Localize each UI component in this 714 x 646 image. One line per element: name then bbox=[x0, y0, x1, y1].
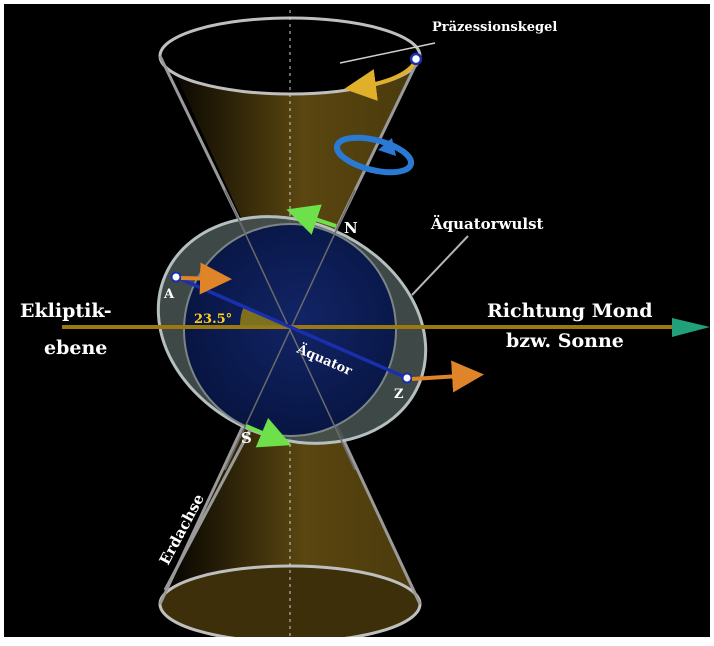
cone-pointer-line bbox=[339, 42, 436, 64]
point-a-marker bbox=[170, 271, 182, 283]
ecliptic-label-line1: Ekliptik- bbox=[20, 300, 112, 322]
cone-line-through-disc-2 bbox=[224, 189, 356, 471]
tilt-angle-label: 23.5° bbox=[194, 312, 232, 327]
south-motion-arrow bbox=[245, 417, 292, 448]
south-pole-label: S bbox=[241, 429, 252, 447]
direction-label-line1: Richtung Mond bbox=[487, 300, 653, 322]
precession-cone-label: Präzessionskegel bbox=[432, 20, 557, 35]
ecliptic-label-line2: ebene bbox=[44, 337, 107, 359]
north-motion-arrow bbox=[286, 204, 337, 235]
rotation-icon bbox=[333, 134, 415, 176]
point-z-marker bbox=[401, 372, 413, 384]
bulge-pointer-line bbox=[411, 235, 469, 296]
earth-axis-line bbox=[163, 429, 252, 591]
direction-label-line2: bzw. Sonne bbox=[506, 330, 624, 352]
force-arrow-a bbox=[180, 262, 232, 295]
point-a-label: A bbox=[163, 287, 175, 302]
precession-point-marker bbox=[409, 52, 423, 66]
lower-cone bbox=[160, 325, 420, 600]
upper-cone bbox=[160, 40, 418, 325]
equatorial-bulge-label: Äquatorwulst bbox=[430, 214, 544, 233]
precession-arrow bbox=[344, 62, 416, 101]
force-arrow-z bbox=[411, 360, 484, 393]
direction-arrowhead bbox=[672, 318, 710, 337]
point-z-label: Z bbox=[394, 387, 404, 402]
north-pole-label: N bbox=[344, 219, 358, 237]
